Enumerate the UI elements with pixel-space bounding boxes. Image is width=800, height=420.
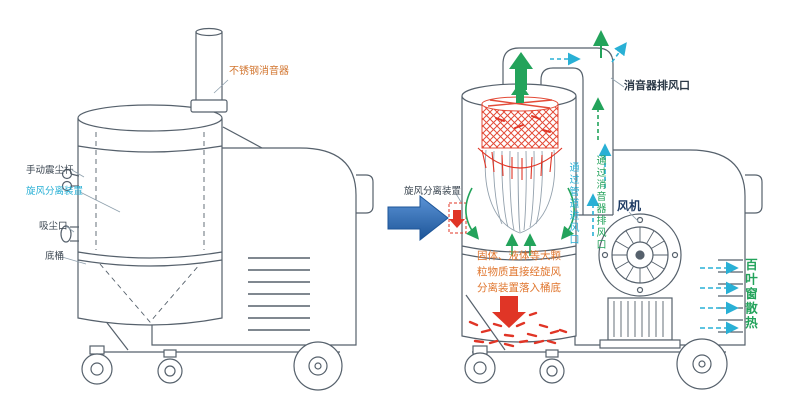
right-wheels (464, 338, 728, 390)
right-handle (745, 174, 763, 214)
label-louver-cooling: 百叶窗散热 (743, 258, 757, 331)
fan-motor (599, 297, 681, 349)
suction-port (60, 225, 79, 243)
label-muffler-outlet: 消音器排风口 (624, 80, 690, 92)
label-cyclone-left: 旋风分离装置 (26, 186, 84, 197)
particles-note-line1: 固体、液体等大颗 (477, 250, 561, 262)
label-stainless-muffler: 不锈钢消音器 (229, 66, 289, 77)
label-pipe-inlet: 通过管道进风口 (567, 162, 578, 246)
left-leader-lines (61, 79, 229, 265)
right-machine-drawing (448, 47, 763, 390)
left-machine-drawing (60, 27, 374, 391)
transition-arrow-icon (387, 194, 449, 242)
left-wheels (81, 341, 343, 391)
dust-particles (449, 115, 568, 348)
particles-note-line2: 粒物质直接经旋风 (477, 266, 561, 278)
airflow-arrows (465, 30, 739, 335)
label-particles-note: 固体、液体等大颗 粒物质直接经旋风 分离装置落入桶底 (477, 248, 561, 296)
right-leader-lines (454, 77, 640, 223)
label-cyclone-right: 旋风分离装置 (404, 186, 462, 197)
left-handle (356, 174, 374, 214)
cyclone-bowl (477, 147, 563, 180)
label-suction-port: 吸尘口 (39, 221, 68, 232)
fan-blower (598, 213, 682, 297)
muffler-pipe (190, 27, 228, 113)
label-muffler-exhaust: 通过消音器排风口 (594, 155, 605, 251)
label-bucket: 底桶 (45, 251, 65, 262)
cyclone-mesh (481, 96, 559, 149)
particles-note-line3: 分离装置落入桶底 (477, 282, 561, 294)
label-fan: 风机 (617, 199, 642, 213)
shake-rod (61, 168, 80, 192)
label-shake-rod: 手动震尘杆 (26, 165, 74, 176)
